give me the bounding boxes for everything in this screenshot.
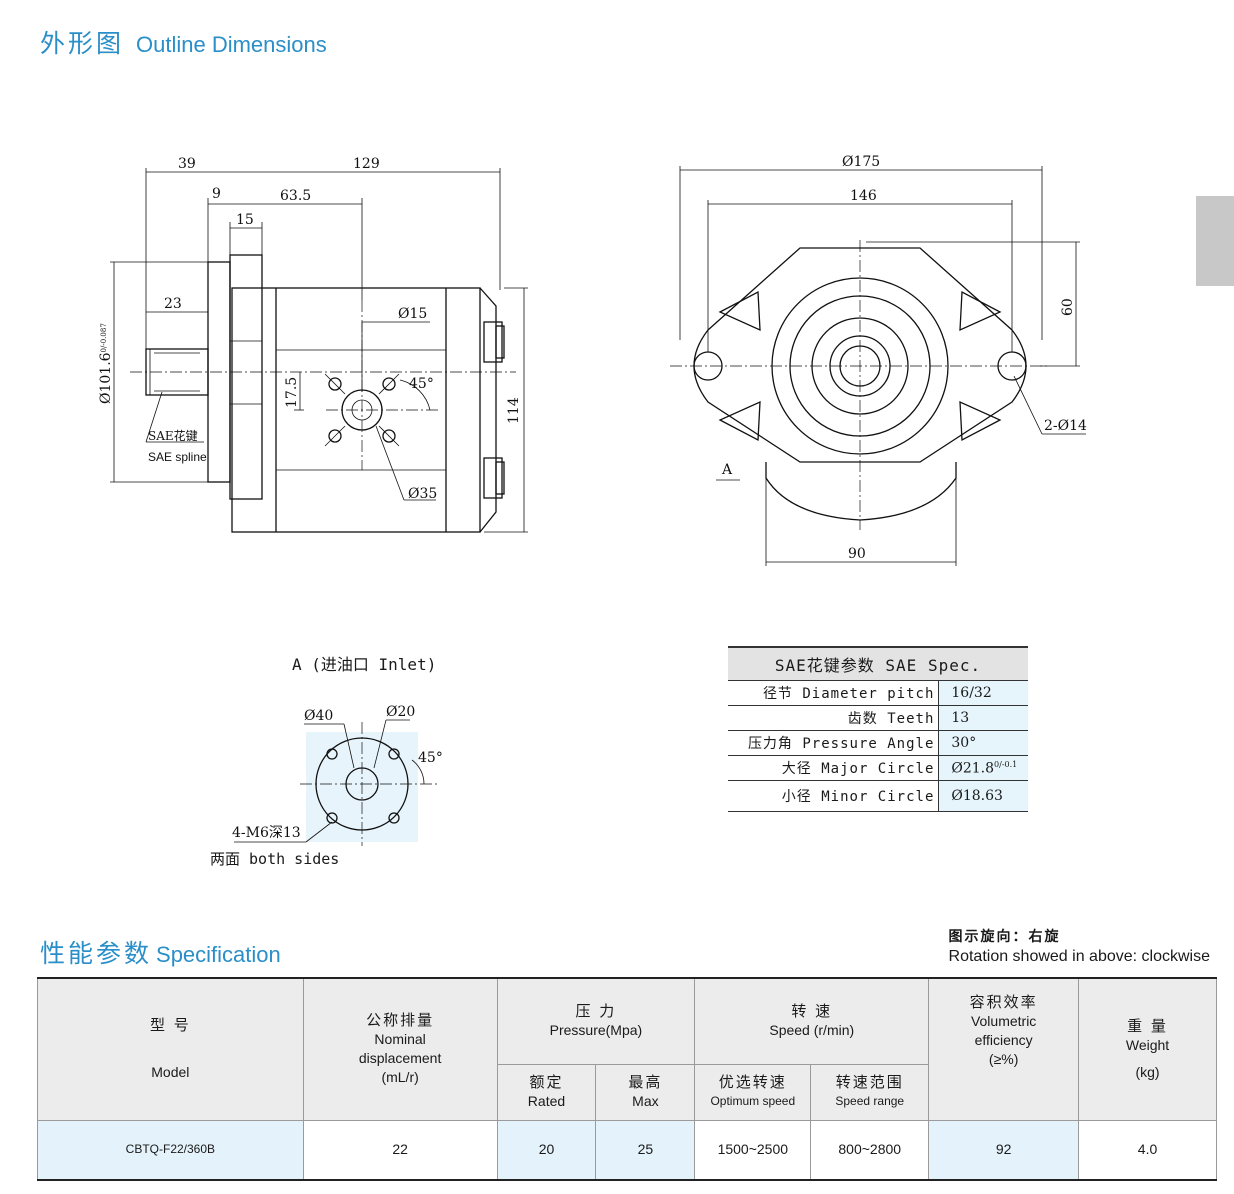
range-en: Speed range bbox=[835, 1094, 905, 1108]
speed-cn: 转 速 bbox=[791, 1002, 833, 1021]
dim-17-5: 17.5 bbox=[284, 377, 300, 408]
rated-cn: 额定 bbox=[529, 1073, 564, 1091]
rotation-note-cn: 图示旋向：右旋 bbox=[948, 929, 1061, 945]
header-pressure: 压 力 Pressure(Mpa) bbox=[496, 977, 696, 1065]
rotation-note: 图示旋向：右旋 Rotation showed in above: clockw… bbox=[949, 927, 1210, 967]
cell-max: 25 bbox=[595, 1119, 696, 1181]
max-en: Max bbox=[632, 1093, 659, 1109]
cell-displacement: 22 bbox=[302, 1119, 498, 1181]
weight-unit: (kg) bbox=[1135, 1063, 1160, 1080]
dim-114: 114 bbox=[506, 397, 522, 424]
opt-en: Optimum speed bbox=[710, 1094, 796, 1108]
disp-unit: (mL/r) bbox=[381, 1069, 419, 1086]
sae-row-value: Ø21.80/-0.1 bbox=[938, 755, 1028, 781]
cell-speed-range: 800~2800 bbox=[810, 1119, 930, 1181]
speed-en: Speed (r/min) bbox=[769, 1022, 855, 1039]
pressure-en: Pressure(Mpa) bbox=[549, 1022, 643, 1039]
inlet-dim-angle: 45° bbox=[418, 750, 443, 766]
max-cn: 最高 bbox=[628, 1073, 663, 1091]
header-displacement: 公称排量 Nominal displacement (mL/r) bbox=[302, 977, 498, 1121]
pressure-cn: 压 力 bbox=[575, 1002, 617, 1021]
sae-row-value: Ø18.63 bbox=[938, 780, 1028, 812]
view-mark-a: A bbox=[721, 462, 733, 478]
range-cn: 转速范围 bbox=[835, 1073, 904, 1091]
inlet-thread: 4-M6深13 bbox=[232, 825, 301, 841]
header-rated: 额定 Rated bbox=[496, 1063, 597, 1121]
inlet-view: Ø40 Ø20 45° 4-M6深13 bbox=[232, 704, 443, 846]
eff-en2: efficiency bbox=[974, 1032, 1033, 1048]
sae-row-label: 压力角 Pressure Angle bbox=[728, 730, 940, 756]
inlet-note: 两面 both sides bbox=[210, 850, 340, 868]
disp-cn: 公称排量 bbox=[366, 1011, 435, 1030]
header-model: 型 号 Model bbox=[37, 977, 304, 1121]
header-weight: 重 量 Weight (kg) bbox=[1078, 977, 1217, 1121]
outline-title-cn: 外形图 bbox=[40, 29, 125, 58]
dim-port-bolt-circle: Ø35 bbox=[408, 486, 437, 502]
spec-title-en: Specification bbox=[156, 942, 281, 967]
outline-title-en: Outline Dimensions bbox=[136, 32, 327, 57]
sae-row-value: 16/32 bbox=[938, 680, 1028, 706]
spec-title-cn: 性能参数 bbox=[40, 939, 153, 968]
sae-spec-header: SAE花键参数 SAE Spec. bbox=[728, 646, 1028, 681]
dim-146: 146 bbox=[850, 188, 877, 204]
eff-cn: 容积效率 bbox=[969, 993, 1038, 1011]
cell-efficiency: 92 bbox=[928, 1119, 1080, 1181]
sae-row-value: 30° bbox=[938, 730, 1028, 756]
outline-drawing: 39 129 9 63.5 15 23 Ø15 Ø35 17.5 45° 114… bbox=[98, 154, 1087, 846]
sae-row-label: 径节 Diameter pitch bbox=[728, 680, 940, 706]
eff-en1: Volumetric bbox=[970, 1013, 1037, 1029]
sae-row-value: 13 bbox=[938, 705, 1028, 731]
disp-en2: displacement bbox=[358, 1050, 442, 1067]
header-speed: 转 速 Speed (r/min) bbox=[694, 977, 930, 1065]
outline-dimensions-title: 外形图 Outline Dimensions bbox=[40, 24, 327, 60]
dim-outer-dia: Ø175 bbox=[842, 154, 880, 170]
specification-table: 型 号 Model 公称排量 Nominal displacement (mL/… bbox=[37, 977, 1217, 1181]
cell-model: CBTQ-F22/360B bbox=[37, 1119, 304, 1181]
inlet-dim-20: Ø20 bbox=[386, 704, 415, 720]
dim-15: 15 bbox=[236, 212, 254, 228]
front-view: Ø175 146 60 2-Ø14 90 A bbox=[670, 154, 1087, 566]
eff-unit: (≥%) bbox=[988, 1051, 1019, 1067]
dim-60: 60 bbox=[1060, 298, 1076, 316]
dim-63-5: 63.5 bbox=[280, 188, 311, 204]
opt-cn: 优选转速 bbox=[718, 1073, 787, 1091]
dim-23: 23 bbox=[164, 296, 182, 312]
sae-row-label: 齿数 Teeth bbox=[728, 705, 940, 731]
dim-holes: 2-Ø14 bbox=[1044, 418, 1087, 434]
cell-weight: 4.0 bbox=[1078, 1119, 1217, 1181]
inlet-dim-40: Ø40 bbox=[304, 708, 333, 724]
weight-cn: 重 量 bbox=[1127, 1016, 1168, 1035]
side-view: 39 129 9 63.5 15 23 Ø15 Ø35 17.5 45° 114… bbox=[98, 156, 528, 533]
cell-rated: 20 bbox=[496, 1119, 597, 1181]
dim-flange-diameter: Ø101.60/-0.087 bbox=[98, 323, 114, 404]
spline-label-cn: SAE花键 bbox=[148, 428, 198, 443]
rotation-note-en: Rotation showed in above: clockwise bbox=[948, 948, 1210, 965]
header-speed-range: 转速范围 Speed range bbox=[810, 1063, 930, 1121]
model-en: Model bbox=[151, 1064, 190, 1081]
sae-major-tol: 0/-0.1 bbox=[994, 759, 1018, 769]
disp-en1: Nominal bbox=[374, 1031, 426, 1048]
sae-row-label: 大径 Major Circle bbox=[728, 755, 940, 781]
side-tab[interactable] bbox=[1196, 196, 1234, 286]
header-optimum-speed: 优选转速 Optimum speed bbox=[694, 1063, 812, 1121]
sae-row-label: 小径 Minor Circle bbox=[728, 780, 940, 812]
weight-en: Weight bbox=[1125, 1036, 1170, 1053]
sae-major-value: Ø21.8 bbox=[951, 760, 995, 777]
dim-129: 129 bbox=[353, 156, 380, 172]
model-cn: 型 号 bbox=[149, 1016, 191, 1035]
dim-port-dia: Ø15 bbox=[398, 306, 427, 322]
dim-angle: 45° bbox=[409, 376, 434, 392]
header-efficiency: 容积效率 Volumetric efficiency (≥%) bbox=[928, 977, 1080, 1121]
spline-label-en: SAE spline bbox=[148, 450, 207, 464]
cell-optimum-speed: 1500~2500 bbox=[694, 1119, 812, 1181]
dim-39: 39 bbox=[178, 156, 196, 172]
rated-en: Rated bbox=[527, 1093, 566, 1109]
dim-9: 9 bbox=[212, 186, 221, 202]
inlet-title: A (进油口 Inlet) bbox=[292, 655, 437, 674]
dim-90: 90 bbox=[848, 546, 866, 562]
header-max: 最高 Max bbox=[595, 1063, 696, 1121]
